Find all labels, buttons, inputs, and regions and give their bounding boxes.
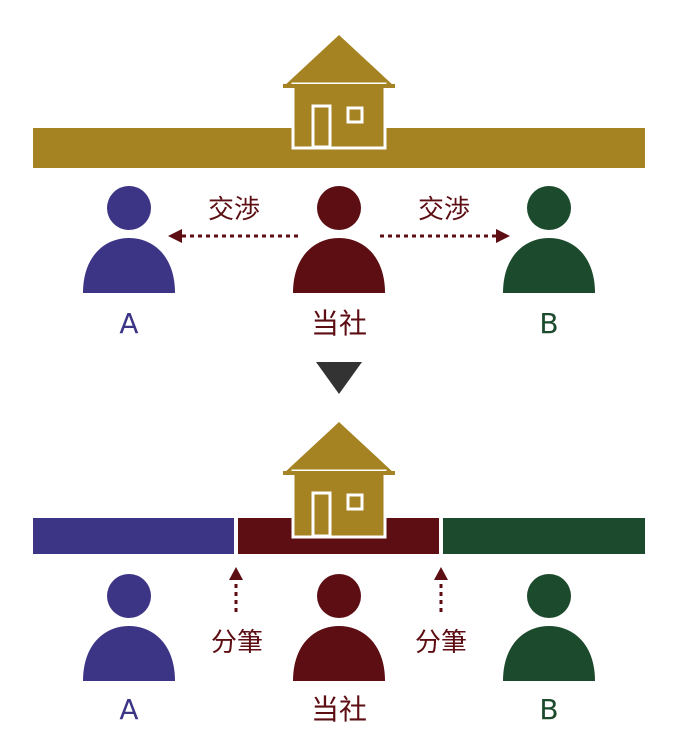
label-b: B bbox=[539, 693, 558, 726]
label-company: 当社 bbox=[311, 693, 367, 726]
label-b: B bbox=[539, 307, 558, 340]
house-icon bbox=[283, 422, 395, 539]
house-icon bbox=[283, 35, 395, 150]
person-company-icon bbox=[293, 186, 385, 293]
subdivision-arrow-left bbox=[229, 567, 243, 614]
subdivision-arrow-right bbox=[434, 567, 448, 614]
label-company: 当社 bbox=[311, 307, 367, 340]
subdivision-label-left: 分筆 bbox=[211, 628, 263, 658]
person-b-icon bbox=[503, 574, 595, 681]
negotiation-label-right: 交渉 bbox=[418, 195, 470, 225]
person-a-icon bbox=[83, 574, 175, 681]
label-a: A bbox=[119, 307, 138, 340]
person-a-icon bbox=[83, 186, 175, 293]
person-company-icon bbox=[293, 574, 385, 681]
negotiation-arrow-right bbox=[380, 229, 510, 243]
subdivision-label-right: 分筆 bbox=[415, 628, 467, 658]
land-parcel-a bbox=[33, 518, 234, 554]
person-b-icon bbox=[503, 186, 595, 293]
negotiation-label-left: 交渉 bbox=[208, 195, 260, 225]
negotiation-arrow-left bbox=[168, 229, 298, 243]
land-parcel-b bbox=[443, 518, 645, 554]
down-triangle-icon bbox=[316, 362, 362, 394]
label-a: A bbox=[119, 693, 138, 726]
